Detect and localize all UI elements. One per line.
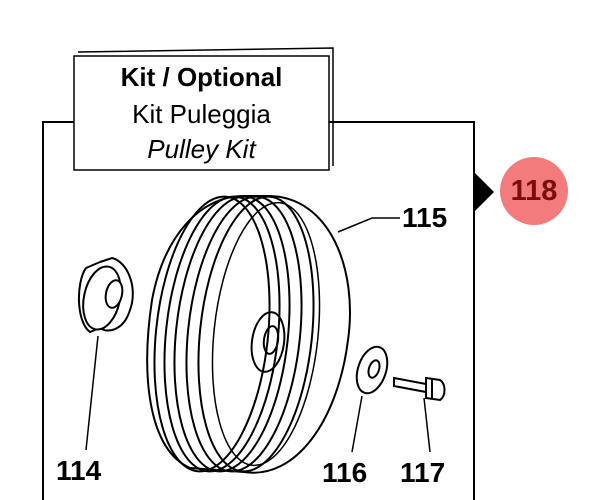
part-label-116: 116 (322, 457, 368, 488)
part-114-spacer (77, 256, 134, 334)
reference-badge-118[interactable]: 118 (500, 157, 568, 225)
leader-114 (85, 335, 99, 451)
header-subtitle-english: Pulley Kit (147, 134, 256, 164)
part-label-115: 115 (402, 202, 448, 233)
header-title: Kit / Optional (120, 62, 283, 92)
leader-116 (351, 395, 363, 453)
header-label-frame (73, 47, 334, 171)
part-label-114: 114 (56, 455, 102, 486)
leader-117 (423, 397, 431, 453)
part-116-washer (355, 345, 389, 395)
leader-115 (337, 217, 400, 233)
kit-frame (42, 121, 475, 500)
header-subtitle-italian: Kit Puleggia (132, 99, 271, 129)
reference-arrow (474, 172, 494, 212)
header-label: Kit / Optional Kit Puleggia Pulley Kit (74, 56, 329, 170)
part-115-pulley (146, 195, 351, 474)
part-117-bolt (393, 376, 446, 402)
part-label-117: 117 (400, 457, 446, 488)
